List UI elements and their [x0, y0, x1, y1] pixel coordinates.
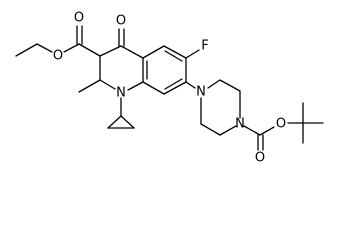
bond-pip-n1-c-up [207, 79, 221, 89]
bond-c7-c8-inner [164, 78, 183, 90]
bond-c4a-c4 [120, 45, 144, 59]
bond-n1-c8a [127, 81, 144, 91]
bond-cp-c [120, 115, 135, 129]
fluorine-label: F [201, 39, 208, 54]
bond-ch2-ch3 [15, 43, 38, 57]
ester-ether-oxygen-label: O [53, 49, 63, 64]
bond-c-boc-o-ether [259, 126, 275, 136]
piperazine-nitrogen-upper-label: N [196, 85, 206, 100]
bond-pip-c-down-c [200, 123, 221, 136]
piperazine-nitrogen-lower-label: N [235, 117, 245, 132]
bonds [15, 25, 324, 151]
bond-cp-a [107, 115, 122, 129]
bond-cester-o-ether [63, 43, 80, 53]
bond-c4-c3 [99, 45, 122, 57]
bond-c5-c6 [163, 45, 187, 59]
boc-ether-oxygen-label: O [276, 117, 286, 132]
molecule-structure: O O O F N N N O O [15, 11, 324, 166]
bond-c6-f [185, 49, 200, 59]
bond-o-ether-ch2 [36, 43, 53, 53]
bond-c7-n-pip [185, 81, 196, 89]
ester-carbonyl-oxygen-label: O [74, 11, 84, 26]
atom-labels: O O O F N N N O O [53, 11, 286, 166]
bond-c2-methyl [78, 79, 101, 93]
bond-c7-c8 [163, 81, 187, 95]
bond-c8-c8a [142, 81, 165, 95]
ketone-oxygen-label: O [116, 14, 126, 29]
bond-c3-cester [78, 43, 101, 57]
bond-c5-c6-inner [164, 50, 183, 62]
quinolone-nitrogen-label: N [116, 86, 126, 101]
bond-pip-c-up-c [219, 79, 241, 92]
bond-c4a-c5 [142, 45, 165, 59]
boc-carbonyl-oxygen-label: O [255, 151, 265, 166]
bond-pip-n4-c-down [219, 125, 237, 136]
bond-c2-n1 [99, 79, 116, 90]
bond-n4-c-boc [243, 125, 261, 136]
